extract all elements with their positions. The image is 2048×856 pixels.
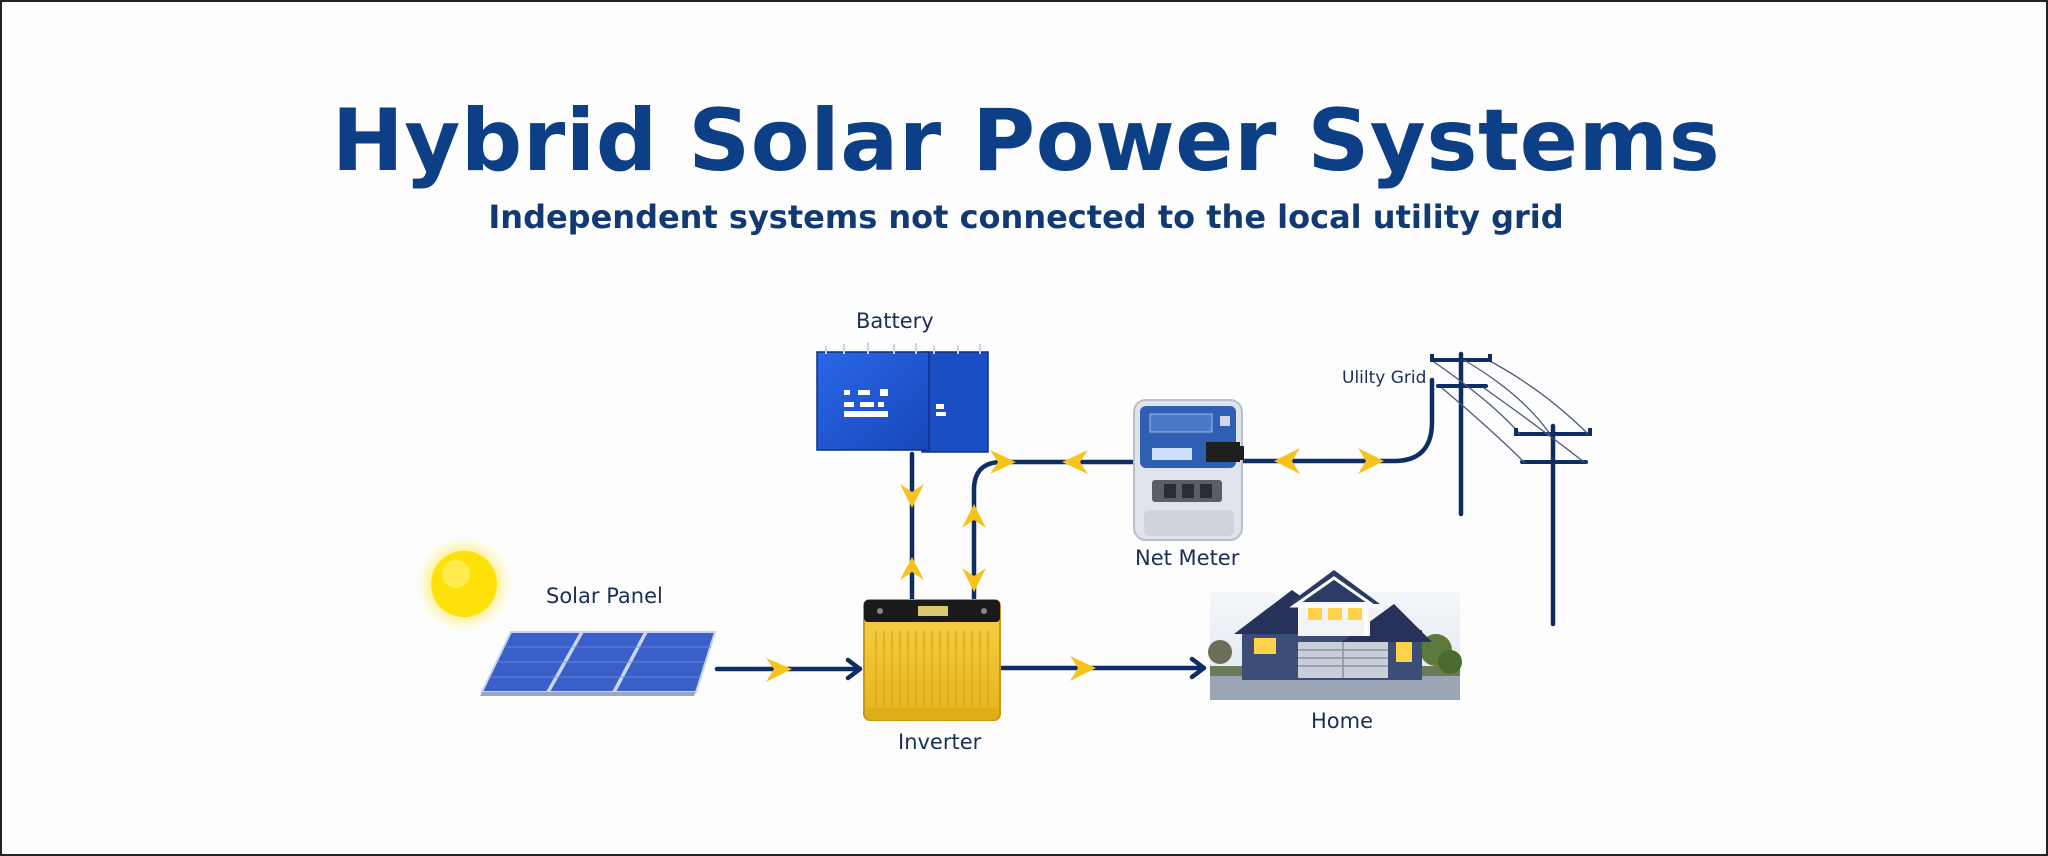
- sun-icon: [416, 536, 512, 632]
- net-meter-label: Net Meter: [1135, 546, 1240, 570]
- flow-arrow-meter-to-grid: [1358, 448, 1384, 474]
- utility-grid-label: Ulilty Grid: [1342, 368, 1427, 388]
- flow-arrow-grid-to-meter: [1274, 448, 1300, 474]
- flow-arrow-battery-down: [900, 484, 924, 508]
- flow-arrow-inverter-up: [962, 504, 986, 528]
- flow-arrow-panel-to-inverter: [766, 658, 792, 682]
- page-title: Hybrid Solar Power Systems: [331, 91, 1721, 191]
- line-meter-to-grid: [1231, 377, 1435, 464]
- home-icon: [1208, 570, 1462, 700]
- home-label: Home: [1311, 709, 1374, 733]
- solar-panel-icon: [480, 631, 717, 696]
- net-meter-icon: [1133, 399, 1244, 541]
- inverter-icon: [863, 599, 1001, 721]
- solar-panel-label: Solar Panel: [546, 584, 663, 608]
- flow-arrow-inverter-down: [962, 568, 986, 592]
- utility-grid-icon: [1430, 351, 1592, 627]
- battery-icon: [816, 342, 989, 453]
- flow-arrows: [766, 448, 1384, 682]
- battery-label: Battery: [856, 309, 934, 333]
- line-inverter-to-meter: [971, 459, 1137, 603]
- flow-arrow-inverter-to-home: [1070, 656, 1096, 681]
- page-subtitle: Independent systems not connected to the…: [488, 198, 1564, 236]
- flow-arrow-to-battery-up: [900, 557, 924, 580]
- flow-arrow-toward-battery-line: [990, 450, 1016, 474]
- line-endcaps: [845, 656, 1207, 681]
- inverter-label: Inverter: [898, 730, 982, 754]
- flow-arrow-meter-to-inverter: [1062, 450, 1088, 474]
